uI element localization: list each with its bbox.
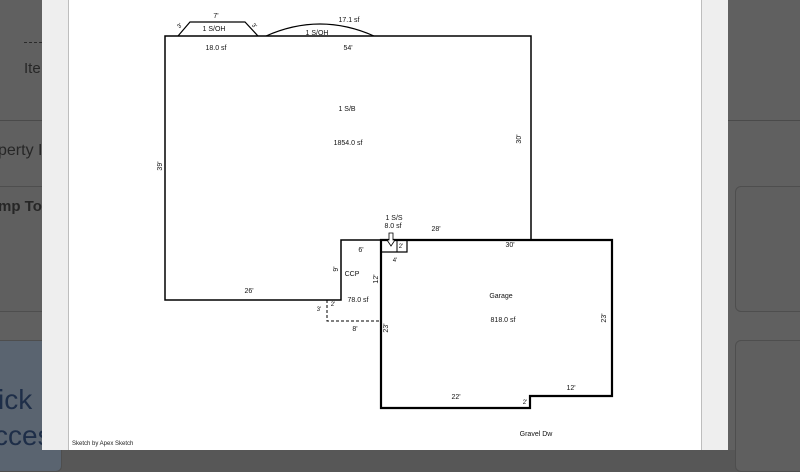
driveway-label: Gravel Dw	[520, 431, 554, 438]
stoop-area: 8.0 sf	[384, 223, 401, 230]
dim-garage-bottom-left: 22'	[451, 394, 460, 401]
overhang-left-code: 1 S/OH	[203, 26, 226, 33]
dim-overhang-top: 7'	[213, 13, 218, 20]
overhang-left-outline	[177, 21, 259, 37]
background-property-text: perty I	[0, 142, 43, 159]
garage-code: Garage	[489, 293, 512, 300]
dim-bottom: 26'	[244, 288, 253, 295]
garage-area: 818.0 sf	[491, 317, 516, 324]
main-area-size: 1854.0 sf	[334, 140, 363, 147]
carport-code: CCP	[345, 271, 360, 278]
dim-stoop-height: 4'	[393, 258, 397, 264]
dim-carport-small: 2'	[331, 302, 335, 308]
dim-top: 54'	[343, 45, 352, 52]
dim-garage-notch: 2'	[523, 400, 527, 406]
dim-left: 39'	[157, 161, 164, 170]
main-house-outline	[164, 35, 532, 301]
overhang-right-arc	[265, 23, 375, 37]
background-card-right	[735, 186, 800, 312]
sketch-footer: Sketch by Apex Sketch	[72, 441, 134, 447]
dim-carport-inner: 12'	[373, 274, 380, 283]
carport-dashed-outline	[326, 300, 381, 322]
stoop-arrow-icon	[386, 232, 396, 247]
main-area-code: 1 S/B	[338, 106, 355, 113]
overhang-right-area: 17.1 sf	[338, 17, 359, 24]
garage-outline	[379, 238, 614, 410]
background-quick-text: ick	[0, 384, 33, 415]
sketch-page	[68, 0, 702, 450]
dim-overhang-left-side: 3'	[177, 23, 184, 30]
dim-right: 30'	[516, 134, 523, 143]
dim-ell-top: 28'	[431, 226, 440, 233]
dim-overhang-right-side: 3'	[250, 23, 257, 30]
dim-dashed-side: 3'	[317, 307, 321, 313]
dim-garage-right: 23'	[601, 313, 608, 322]
dim-stoop-width: 2'	[399, 244, 403, 250]
dim-dashed-bottom: 8'	[352, 326, 357, 333]
dim-garage-top: 30'	[505, 242, 514, 249]
carport-area: 78.0 sf	[347, 297, 368, 304]
overhang-left-area: 18.0 sf	[205, 45, 226, 52]
background-divider	[24, 42, 42, 43]
dim-carport-top: 6'	[358, 247, 363, 254]
background-item-text: Ite	[24, 60, 41, 77]
stoop-code: 1 S/S	[385, 215, 402, 222]
background-ump-text: mp To	[0, 198, 42, 215]
dim-garage-left: 23'	[383, 323, 390, 332]
overhang-right-code: 1 S/OH	[306, 30, 329, 37]
dim-garage-bottom-right: 12'	[566, 385, 575, 392]
floor-plan-sketch: 1 S/OH 18.0 sf 17.1 sf 1 S/OH 1 S/B 1854…	[157, 13, 614, 438]
dim-carport-side: 9'	[333, 266, 340, 271]
